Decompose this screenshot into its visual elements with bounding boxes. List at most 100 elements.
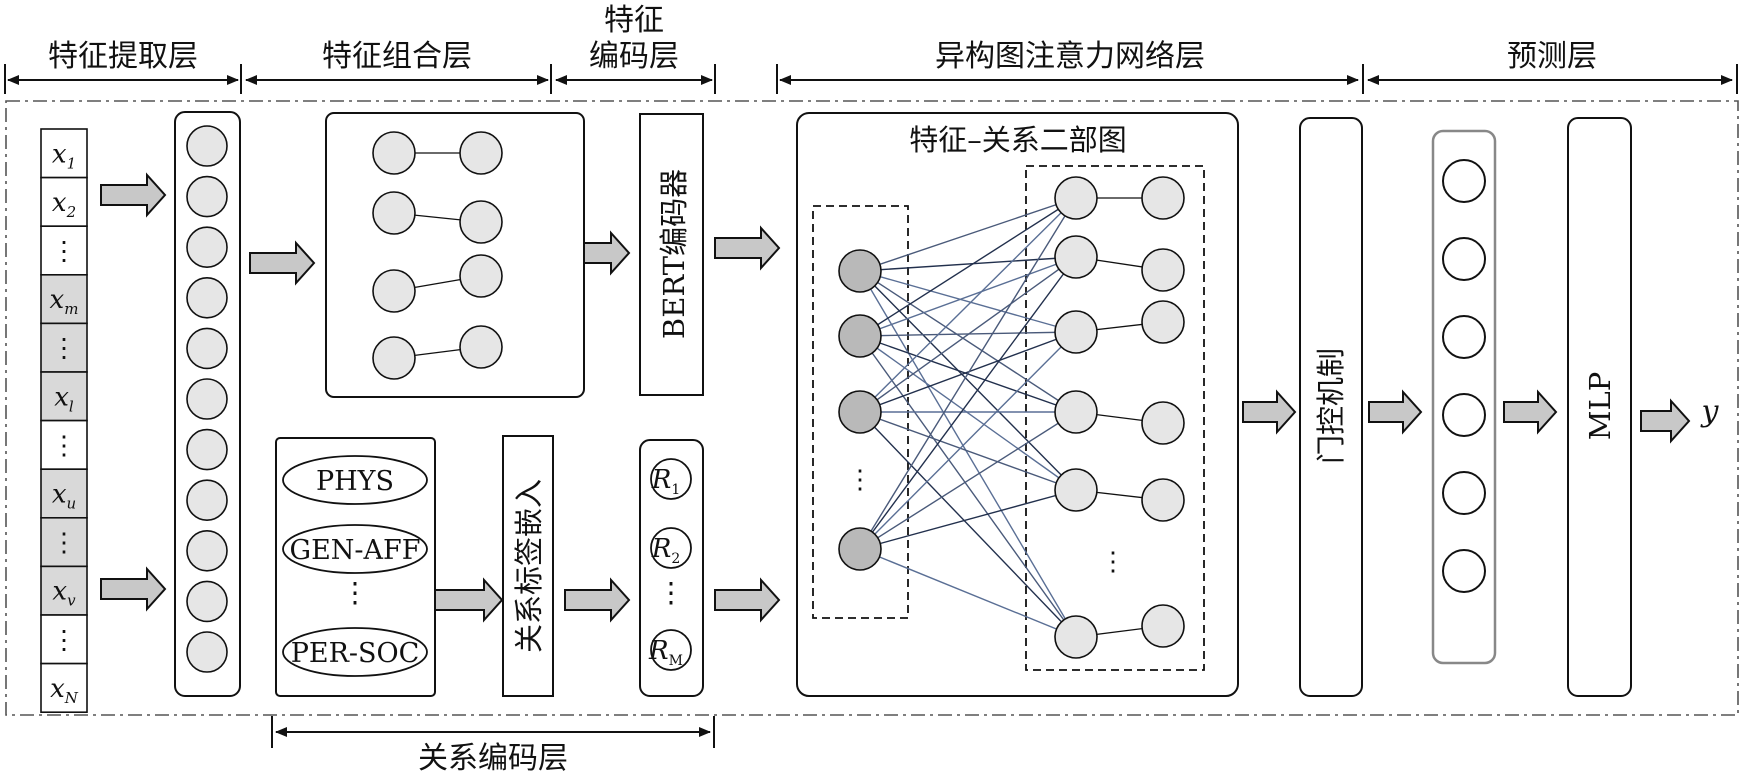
prediction-node (1442, 471, 1486, 515)
feature-node-ellipsis: ⋮ (1100, 547, 1126, 577)
relation-node (838, 314, 882, 358)
input-label: ⋮ (51, 237, 77, 267)
flow-arrow (1368, 389, 1423, 435)
feature-node (1141, 176, 1185, 220)
graph-edge (859, 411, 1077, 550)
layer-brackets (4, 64, 1738, 748)
bert-encoder-box (639, 113, 704, 396)
prediction-node (1442, 315, 1486, 359)
feature-node (1054, 615, 1098, 659)
graph-edge (859, 411, 1077, 491)
feature-combination-box (325, 112, 585, 398)
input-cell (40, 176, 88, 228)
layer-label-feature-combination: 特征组合层 (322, 39, 472, 74)
input-cell (40, 614, 88, 665)
flow-arrow (100, 566, 167, 612)
input-cell (40, 565, 88, 616)
extraction-node (186, 479, 228, 522)
extraction-node (186, 428, 228, 471)
graph-edge (859, 270, 1077, 491)
flow-arrow (434, 577, 504, 623)
flow-arrow (100, 172, 167, 218)
input-cell (40, 225, 88, 276)
feature-node (1141, 604, 1185, 648)
graph-edge (859, 256, 1077, 550)
graph-edge (859, 270, 1077, 413)
graph-edge (859, 256, 1077, 272)
bert-encoder-label: BERT编码器 (657, 169, 691, 339)
layer-label-encoding-line1: 特征 (604, 3, 664, 38)
relation-output-node (650, 629, 692, 671)
prediction-node (1442, 393, 1486, 437)
mlp-box (1567, 117, 1632, 697)
feature-node (1054, 310, 1098, 354)
graph-edge (859, 548, 1077, 638)
relation-type-ellipse (282, 627, 428, 677)
graph-edge (859, 270, 1077, 638)
flow-arrow (1242, 389, 1297, 435)
outer-frame (5, 100, 1739, 716)
prediction-node (1442, 549, 1486, 593)
flow-arrow (714, 577, 781, 623)
layer-label-feature-extraction: 特征提取层 (48, 39, 198, 74)
bipartite-graph: ⋮⋮ (838, 176, 1185, 659)
graph-edge (859, 197, 1077, 272)
relation-type-label: PHYS (316, 466, 394, 497)
combo-node (459, 325, 503, 369)
graph-edge (859, 411, 1077, 638)
output-label: y (1700, 394, 1720, 429)
relation-output-ellipsis: ⋮ (657, 576, 685, 609)
prediction-node (1442, 237, 1486, 281)
flow-arrow (714, 225, 781, 271)
input-cell (40, 273, 88, 325)
combo-node (372, 269, 416, 313)
relation-node (838, 527, 882, 571)
relation-node-ellipsis: ⋮ (847, 465, 873, 495)
feature-pairs (372, 131, 503, 380)
prediction-node (1442, 159, 1486, 203)
graph-edge (859, 197, 1077, 413)
layer-label-encoding-line2: 编码层 (589, 39, 679, 74)
input-label: ⋮ (51, 528, 77, 558)
feature-node (1054, 176, 1098, 220)
graph-edge (859, 331, 1077, 550)
combo-node (459, 200, 503, 244)
relation-type-label: GEN-AFF (290, 535, 421, 566)
relation-node (838, 390, 882, 434)
feature-node (1141, 401, 1185, 445)
feature-node (1141, 248, 1185, 292)
prediction-nodes (1442, 159, 1486, 593)
graph-edge (859, 197, 1077, 337)
relation-embedding-label: 关系标签嵌入 (512, 479, 546, 653)
combo-node (372, 336, 416, 380)
input-cell (40, 516, 88, 568)
feature-node (1141, 478, 1185, 522)
mlp-label: MLP (1583, 372, 1617, 440)
graph-edge (859, 270, 1077, 333)
graph-edge (859, 256, 1077, 337)
flow-arrow (564, 577, 631, 623)
input-cell (40, 662, 88, 713)
relation-type-ellipse (282, 524, 428, 574)
graph-edge (859, 331, 1077, 413)
gate-mechanism-box (1299, 117, 1363, 697)
extraction-node (186, 175, 228, 218)
feature-node-group (1025, 165, 1205, 671)
combo-node (459, 254, 503, 298)
feature-node (1141, 300, 1185, 344)
combo-node (459, 131, 503, 175)
layer-label-hgat: 异构图注意力网络层 (935, 39, 1205, 74)
layer-label-relation-encoding: 关系编码层 (418, 741, 568, 775)
relation-embedding-box (502, 435, 554, 697)
feature-node (1054, 235, 1098, 279)
relation-output-node (650, 458, 692, 500)
feature-node (1054, 390, 1098, 434)
flow-arrow (1640, 398, 1691, 444)
input-label: ⋮ (51, 431, 77, 461)
graph-edge (859, 335, 1077, 491)
extraction-node (186, 327, 228, 370)
combo-node (372, 131, 416, 175)
input-cell (40, 322, 88, 373)
